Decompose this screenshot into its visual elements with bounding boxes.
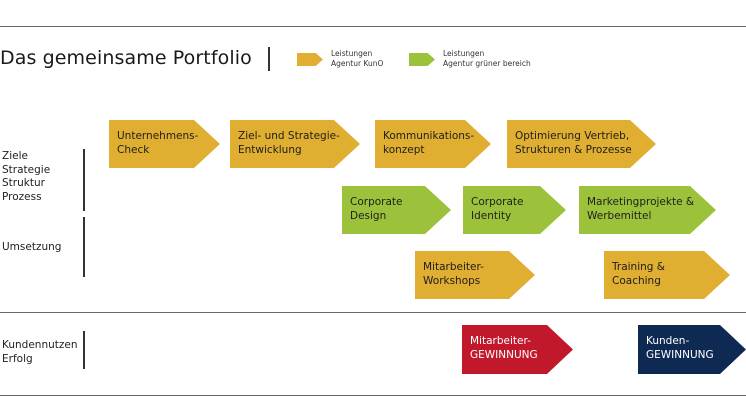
row-bar-ziele bbox=[83, 149, 85, 211]
row-bar-umsetzung bbox=[83, 217, 85, 277]
box-kommunikationskonzept: Kommunikations-konzept bbox=[375, 120, 491, 168]
box-optimierung-vertrieb: Optimierung Vertrieb,Strukturen & Prozes… bbox=[507, 120, 656, 168]
middle-rule bbox=[0, 312, 746, 313]
row-label-kundennutzen: Kundennutzen Erfolg bbox=[2, 339, 78, 365]
box-mitarbeiter-workshops: Mitarbeiter-Workshops bbox=[415, 251, 535, 299]
row-bar-kundennutzen bbox=[83, 331, 85, 369]
title-separator bbox=[268, 47, 270, 71]
box-unternehmens-check: Unternehmens-Check bbox=[109, 120, 220, 168]
box-kunden-gewinnung: Kunden-GEWINNUNG bbox=[638, 325, 746, 374]
box-training-coaching: Training &Coaching bbox=[604, 251, 730, 299]
top-rule bbox=[0, 26, 746, 27]
box-mitarbeiter-gewinnung: Mitarbeiter-GEWINNUNG bbox=[462, 325, 573, 374]
row-label-ziele: Ziele Strategie Struktur Prozess bbox=[2, 150, 51, 203]
box-ziel-strategie-entwicklung: Ziel- und Strategie-Entwicklung bbox=[230, 120, 360, 168]
bottom-rule bbox=[0, 395, 746, 396]
row-label-umsetzung: Umsetzung bbox=[2, 241, 62, 253]
box-marketingprojekte: Marketingprojekte &Werbemittel bbox=[579, 186, 716, 234]
legend-swatch-kuno bbox=[297, 53, 323, 66]
legend-swatch-gruen bbox=[409, 53, 435, 66]
page-title: Das gemeinsame Portfolio bbox=[0, 47, 252, 69]
